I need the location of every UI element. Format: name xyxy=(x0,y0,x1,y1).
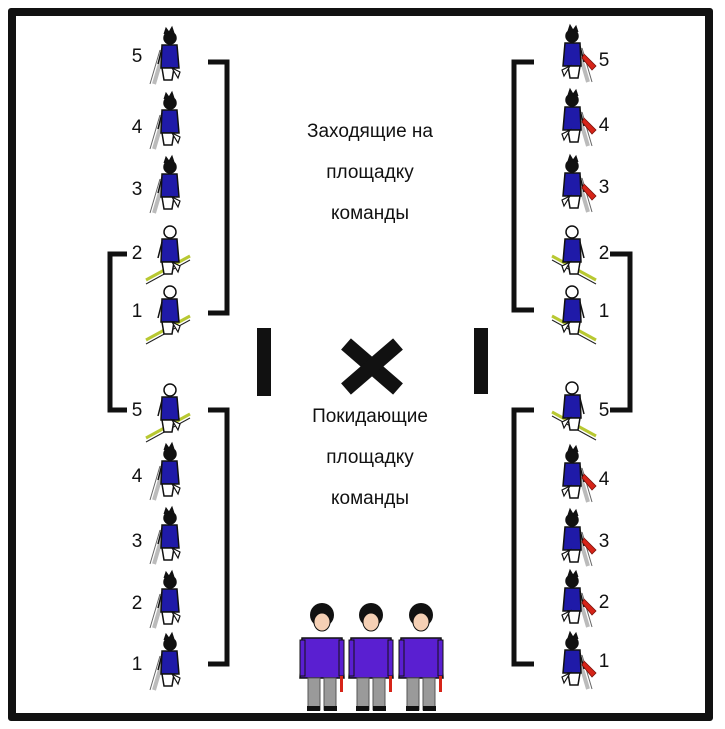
left-bottom-number-3: 3 xyxy=(131,531,143,552)
referee-figure-icon xyxy=(398,603,444,711)
fencer-figure-icon xyxy=(561,443,597,503)
fencer-figure-icon xyxy=(149,441,181,501)
fencer-figure-icon xyxy=(561,87,597,147)
left-bottom-number-5: 5 xyxy=(131,400,143,421)
right-top-number-2: 2 xyxy=(598,243,610,264)
left-entering-bracket xyxy=(208,59,230,316)
left-top-number-3: 3 xyxy=(131,179,143,200)
left-bottom-number-2: 2 xyxy=(131,593,143,614)
entering-teams-caption: Заходящие на площадку команды xyxy=(270,111,470,234)
fencer-figure-icon xyxy=(551,381,597,441)
fencer-figure-icon xyxy=(561,153,597,213)
fencer-figure-icon xyxy=(149,631,181,691)
left-leaving-bracket xyxy=(208,407,230,667)
right-entering-bracket xyxy=(511,59,534,313)
right-top-number-3: 3 xyxy=(598,177,610,198)
fencer-figure-icon xyxy=(149,90,181,150)
left-top-number-2: 2 xyxy=(131,243,143,264)
fencer-figure-icon xyxy=(149,505,181,565)
fencer-figure-icon xyxy=(149,569,181,629)
caption-line: команды xyxy=(331,488,409,509)
right-bottom-number-1: 1 xyxy=(598,651,610,672)
right-bottom-number-4: 4 xyxy=(598,469,610,490)
referee-figure-icon xyxy=(348,603,394,711)
right-bottom-number-3: 3 xyxy=(598,531,610,552)
right-link-bracket xyxy=(610,251,633,413)
right-bottom-number-5: 5 xyxy=(598,400,610,421)
referee-figure-icon xyxy=(299,603,345,711)
fencer-figure-icon xyxy=(145,383,191,443)
right-top-number-4: 4 xyxy=(598,115,610,136)
cross-icon xyxy=(341,338,403,395)
right-bottom-number-2: 2 xyxy=(598,592,610,613)
caption-line: Покидающие xyxy=(312,406,428,427)
left-field-bar xyxy=(257,328,271,396)
left-bottom-number-4: 4 xyxy=(131,466,143,487)
fencer-figure-icon xyxy=(149,154,181,214)
fencer-figure-icon xyxy=(561,507,597,567)
fencer-figure-icon xyxy=(561,568,597,628)
left-bottom-number-1: 1 xyxy=(131,654,143,675)
right-top-number-1: 1 xyxy=(598,301,610,322)
diagram-frame xyxy=(8,8,713,721)
caption-line: Заходящие на xyxy=(306,121,433,142)
right-top-number-5: 5 xyxy=(598,50,610,71)
fencer-figure-icon xyxy=(551,285,597,345)
caption-line: площадку xyxy=(326,162,414,183)
fencer-figure-icon xyxy=(145,285,191,345)
fencer-figure-icon xyxy=(145,225,191,285)
right-leaving-bracket xyxy=(511,407,534,667)
fencer-figure-icon xyxy=(551,225,597,285)
left-top-number-5: 5 xyxy=(131,46,143,67)
caption-line: команды xyxy=(331,203,409,224)
caption-line: площадку xyxy=(326,447,414,468)
fencer-figure-icon xyxy=(149,25,181,85)
left-link-bracket xyxy=(107,251,127,413)
right-field-bar xyxy=(474,328,488,394)
fencer-figure-icon xyxy=(561,630,597,690)
left-top-number-1: 1 xyxy=(131,301,143,322)
left-top-number-4: 4 xyxy=(131,117,143,138)
leaving-teams-caption: Покидающие площадку команды xyxy=(270,396,470,519)
fencer-figure-icon xyxy=(561,23,597,83)
